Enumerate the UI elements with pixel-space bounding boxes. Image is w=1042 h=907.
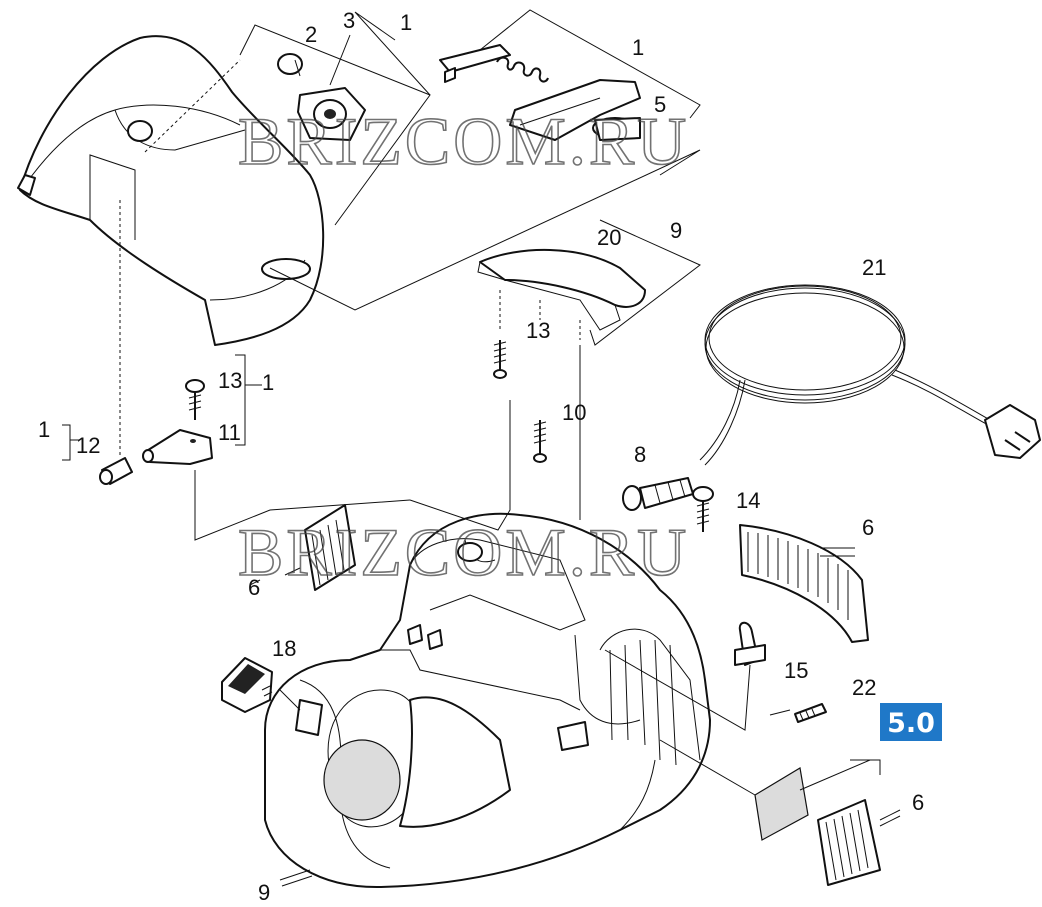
callout-1-top: 1	[400, 10, 412, 35]
callout-22: 22	[852, 675, 876, 700]
group-bracket-9	[589, 219, 701, 346]
section-badge-text: 5.0	[887, 708, 935, 739]
callout-5: 5	[654, 92, 666, 117]
callout-20: 20	[597, 225, 621, 250]
group-bracket-5	[519, 9, 701, 119]
switch-part-18	[221, 657, 273, 713]
callout-6-left: 6	[248, 575, 260, 600]
callout-21: 21	[862, 255, 886, 280]
screw-part-14	[692, 486, 714, 532]
group-bracket-13-11	[235, 354, 262, 446]
callout-13-left: 13	[218, 368, 242, 393]
grille-part-6-left	[304, 504, 356, 591]
callout-8: 8	[634, 442, 646, 467]
callout-9-top: 9	[670, 218, 682, 243]
callout-14: 14	[736, 488, 760, 513]
watermark-middle: BRIZCOM.RU	[238, 514, 689, 590]
callout-6-bottom: 6	[912, 790, 924, 815]
callout-18: 18	[272, 636, 296, 661]
group-bracket-1	[239, 24, 431, 226]
cover-handle-slot	[261, 258, 311, 280]
callout-13-mid: 13	[526, 318, 550, 343]
pin-part-12	[99, 457, 133, 485]
callout-3: 3	[343, 8, 355, 33]
leader-15	[604, 649, 751, 731]
callout-1-far: 1	[38, 417, 50, 442]
callout-labels: 2 3 1 1 5 20 9 21 13 13 1 1 12 11 10 8 1…	[38, 8, 924, 905]
screw-part-10	[533, 420, 547, 463]
cover-hole	[127, 120, 153, 142]
base-housing-part-9	[264, 512, 711, 889]
grille-part-6-bottom	[817, 799, 881, 886]
clip-part-15	[734, 621, 766, 666]
cap-part-2	[277, 53, 303, 75]
section-badge: 5.0	[880, 703, 942, 741]
lever-assembly-part-5	[439, 17, 641, 141]
callout-10: 10	[562, 400, 586, 425]
switch-part-3	[297, 87, 366, 141]
dashed-guide-1	[144, 59, 241, 153]
power-cable-part-21	[699, 284, 1041, 466]
callout-1-left: 1	[262, 370, 274, 395]
screw-part-22	[794, 703, 827, 723]
callout-6-right: 6	[862, 515, 874, 540]
screw-part-13-left	[185, 379, 205, 420]
callout-2: 2	[305, 22, 317, 47]
callout-15: 15	[784, 658, 808, 683]
filter-pad	[754, 767, 809, 841]
callout-12: 12	[76, 433, 100, 458]
callout-11: 11	[218, 420, 241, 445]
grille-part-6-right	[739, 524, 869, 643]
watermark-top: BRIZCOM.RU	[238, 103, 689, 179]
upper-cover-part	[17, 35, 325, 346]
callout-1-right: 1	[632, 35, 644, 60]
screw-part-13-mid	[493, 340, 507, 379]
cable-gland-part-8	[622, 477, 694, 511]
handle-grip-part-20	[477, 248, 646, 331]
callout-9-bottom: 9	[258, 880, 270, 905]
hinge-part-11	[142, 429, 213, 465]
